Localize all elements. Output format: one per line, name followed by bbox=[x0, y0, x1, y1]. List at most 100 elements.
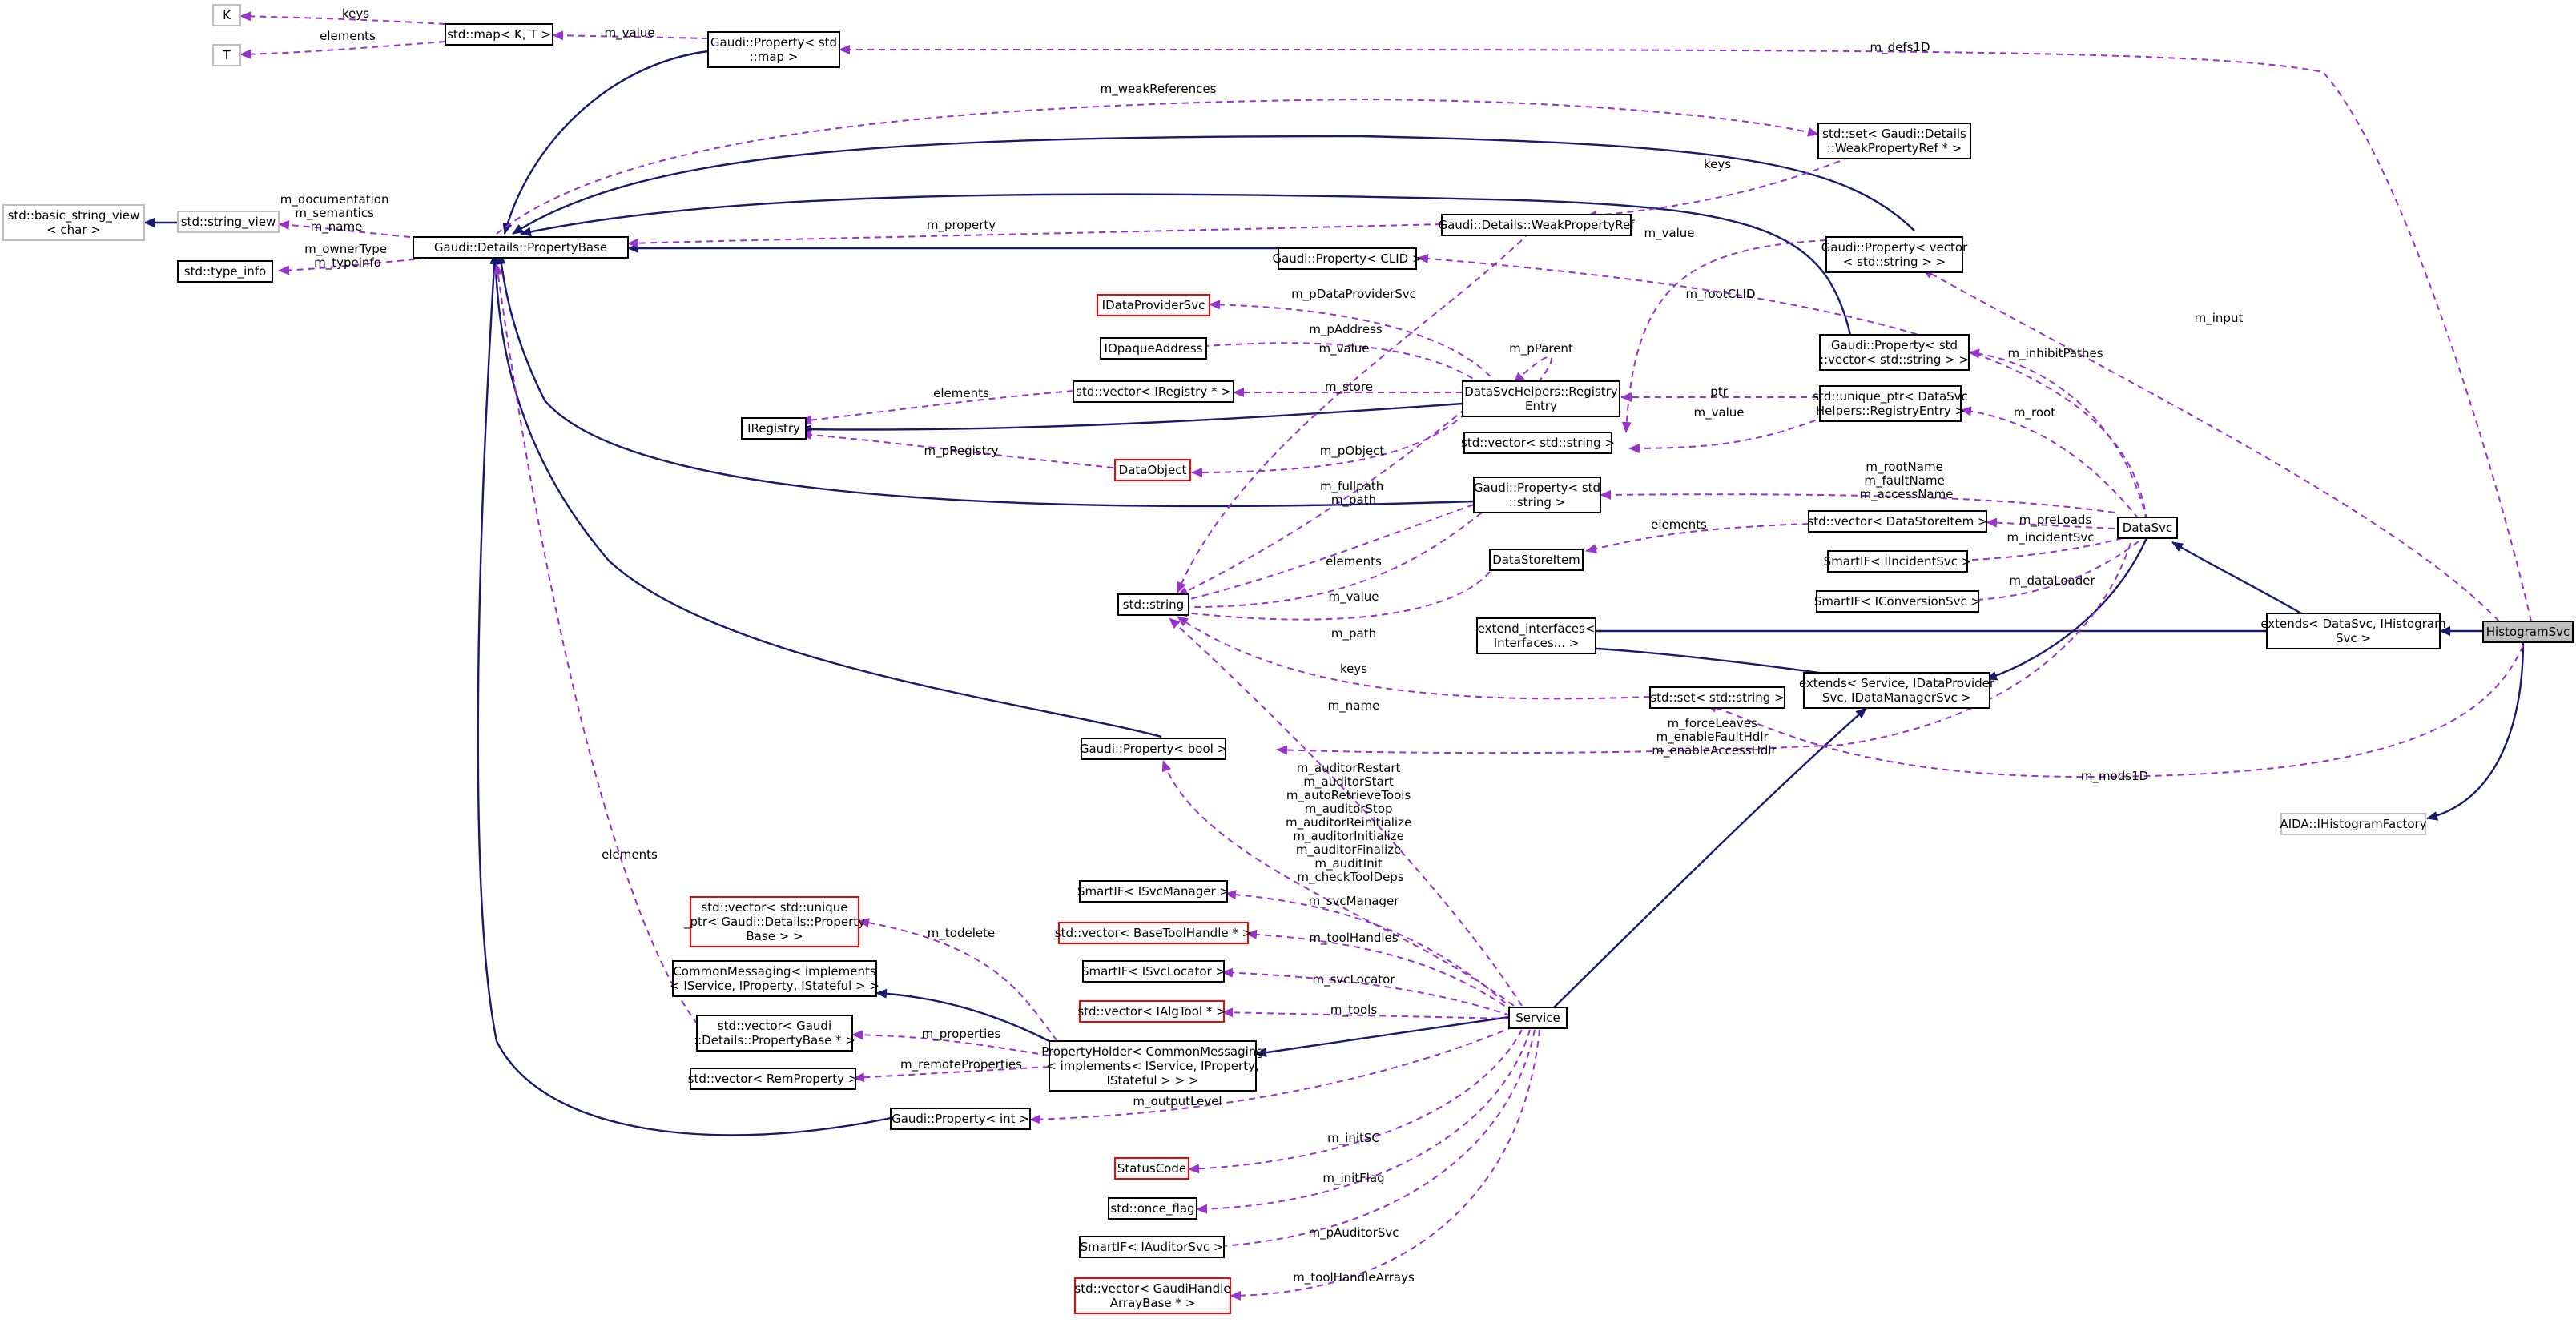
edge-m-toolhandles bbox=[1246, 929, 1515, 1013]
label-m-weakrefs: m_weakReferences bbox=[1101, 82, 1217, 97]
node-vec-remprop[interactable]: std::vector< RemProperty > bbox=[688, 1068, 859, 1090]
node-dataobject[interactable]: DataObject bbox=[1114, 459, 1191, 481]
node-datasvc[interactable]: DataSvc bbox=[2117, 517, 2178, 539]
node-vec-propertybase[interactable]: std::vector< Gaudi ::Details::PropertyBa… bbox=[694, 1015, 855, 1052]
node-stdmap[interactable]: std::map< K, T > bbox=[445, 23, 553, 46]
node-unique-registry-line-2: Helpers::RegistryEntry > bbox=[1816, 404, 1965, 418]
nodes: HistogramSvc AIDA::IHistogramFactory Dat… bbox=[2, 4, 2574, 1314]
node-prop-int[interactable]: Gaudi::Property< int > bbox=[890, 1108, 1031, 1130]
node-statuscode[interactable]: StatusCode bbox=[1114, 1157, 1189, 1180]
node-smartif-conv[interactable]: SmartIF< IConversionSvc > bbox=[1814, 590, 1981, 613]
edge-m-pdataprovider bbox=[1209, 300, 1499, 385]
node-commonmessaging[interactable]: CommonMessaging< implements < IService, … bbox=[670, 960, 879, 997]
node-set-weakref[interactable]: std::set< Gaudi::Details ::WeakPropertyR… bbox=[1817, 123, 1971, 159]
node-vec-iregistry[interactable]: std::vector< IRegistry * > bbox=[1073, 380, 1234, 403]
node-prop-vecstring[interactable]: Gaudi::Property< vector < std::string > … bbox=[1821, 236, 1968, 273]
node-registryentry-line-2: Entry bbox=[1525, 399, 1557, 413]
node-vec-gaudihandle[interactable]: std::vector< GaudiHandle ArrayBase * > bbox=[1074, 1277, 1231, 1314]
edge-propmap-to-propertybase bbox=[502, 50, 709, 235]
node-smartif-svcmgr[interactable]: SmartIF< ISvcManager > bbox=[1077, 880, 1230, 903]
node-vec-unique[interactable]: std::vector< std::unique _ptr< Gaudi::De… bbox=[683, 896, 865, 947]
label-m-flags-line-2: m_enableFaultHdlr bbox=[1656, 730, 1769, 745]
label-m-remote: m_remoteProperties bbox=[900, 1057, 1022, 1072]
node-basic-sv[interactable]: std::basic_string_view < char > bbox=[2, 204, 145, 241]
node-vec-string-label: std::vector< std::string > bbox=[1461, 436, 1615, 450]
node-prop-map-line-2: ::map > bbox=[750, 50, 799, 64]
label-elements-str: elements bbox=[1326, 554, 1382, 569]
node-idataprovider[interactable]: IDataProviderSvc bbox=[1097, 294, 1210, 316]
node-stringview[interactable]: std::string_view bbox=[177, 211, 280, 233]
label-m-root: m_root bbox=[2014, 405, 2055, 420]
label-m-flags-line-1: m_forceLeaves bbox=[1667, 716, 1757, 731]
node-propertyholder-line-1: PropertyHolder< CommonMessaging bbox=[1041, 1044, 1264, 1059]
edge-m-name bbox=[1169, 617, 1523, 1007]
node-set-weakref-line-2: ::WeakPropertyRef * > bbox=[1827, 141, 1962, 155]
node-iopaque[interactable]: IOpaqueAddress bbox=[1100, 337, 1207, 360]
node-extend-interfaces[interactable]: extend_interfaces< Interfaces... > bbox=[1476, 617, 1596, 654]
node-prop-map[interactable]: Gaudi::Property< std ::map > bbox=[707, 31, 840, 68]
label-m-tools: m_tools bbox=[1330, 1003, 1378, 1018]
node-stringview-label: std::string_view bbox=[181, 215, 276, 230]
edge-m-fullpath bbox=[1177, 408, 1467, 597]
node-vec-basetool[interactable]: std::vector< BaseToolHandle * > bbox=[1055, 922, 1252, 944]
label-m-value-vec: m_value bbox=[1644, 226, 1694, 241]
label-m-auditors-line-3: m_autoRetrieveTools bbox=[1286, 788, 1411, 803]
edge-elements-str bbox=[1177, 504, 1475, 605]
node-vec-datastore[interactable]: std::vector< DataStoreItem > bbox=[1807, 510, 1988, 533]
node-prop-string-line-1: Gaudi::Property< std bbox=[1474, 481, 1600, 495]
node-histogramsvc-label: HistogramSvc bbox=[2486, 625, 2570, 639]
edge-m-owner bbox=[278, 255, 449, 275]
node-unique-registry[interactable]: std::unique_ptr< DataSvc Helpers::Regist… bbox=[1813, 385, 1968, 422]
node-propertyholder-line-2: < implements< IService, IProperty, bbox=[1046, 1059, 1258, 1073]
node-prop-clid[interactable]: Gaudi::Property< CLID > bbox=[1272, 247, 1423, 270]
edge-service-to-extends-service bbox=[1553, 707, 1867, 1008]
node-smartif-incident[interactable]: SmartIF< IIncidentSvc > bbox=[1824, 550, 1972, 573]
node-datastoreitem[interactable]: DataStoreItem bbox=[1489, 549, 1584, 571]
edge-elements-ds bbox=[1585, 523, 1809, 553]
node-prop-bool[interactable]: Gaudi::Property< bool > bbox=[1080, 738, 1227, 760]
node-weakref[interactable]: Gaudi::Details::WeakPropertyRef bbox=[1438, 214, 1635, 236]
node-prop-vecstring-line-2: < std::string > > bbox=[1843, 255, 1946, 269]
node-propertybase[interactable]: Gaudi::Details::PropertyBase bbox=[413, 236, 629, 259]
label-m-pregistry: m_pRegistry bbox=[924, 444, 998, 459]
node-onceflag[interactable]: std::once_flag bbox=[1108, 1197, 1197, 1220]
node-propertyholder[interactable]: PropertyHolder< CommonMessaging < implem… bbox=[1041, 1040, 1264, 1092]
node-smartif-auditor[interactable]: SmartIF< IAuditorSvc > bbox=[1079, 1236, 1225, 1258]
label-m-paddress: m_pAddress bbox=[1309, 322, 1383, 337]
node-k[interactable]: K bbox=[212, 4, 241, 26]
node-service[interactable]: Service bbox=[1508, 1007, 1568, 1029]
node-t[interactable]: T bbox=[212, 44, 241, 66]
node-vec-string[interactable]: std::vector< std::string > bbox=[1461, 432, 1615, 454]
node-dataobject-label: DataObject bbox=[1119, 463, 1187, 477]
node-vec-ialgtool[interactable]: std::vector< IAlgTool * > bbox=[1077, 1000, 1226, 1023]
node-histogramsvc[interactable]: HistogramSvc bbox=[2482, 621, 2574, 643]
node-smartif-svcloc[interactable]: SmartIF< ISvcLocator > bbox=[1081, 960, 1226, 983]
edge-m-properties bbox=[851, 1030, 1050, 1056]
label-m-pobject: m_pObject bbox=[1320, 444, 1385, 459]
node-extends-service-line-1: extends< Service, IDataProvider bbox=[1799, 676, 1995, 690]
label-ptr: ptr bbox=[1710, 384, 1728, 399]
node-prop-stdvec[interactable]: Gaudi::Property< std ::vector< std::stri… bbox=[1819, 334, 1970, 371]
label-keys-map: keys bbox=[342, 6, 369, 21]
node-prop-vecstring-line-1: Gaudi::Property< vector bbox=[1821, 240, 1968, 255]
node-extend-interfaces-line-1: extend_interfaces< bbox=[1478, 621, 1596, 637]
label-elements-pb: elements bbox=[602, 847, 658, 862]
edge-propertyholder-to-commonmessaging bbox=[875, 988, 1050, 1043]
node-stdstring[interactable]: std::string bbox=[1117, 593, 1189, 616]
node-registryentry[interactable]: DataSvcHelpers::Registry Entry bbox=[1462, 380, 1620, 417]
node-aida[interactable]: AIDA::IHistogramFactory bbox=[2280, 813, 2427, 835]
node-prop-string[interactable]: Gaudi::Property< std ::string > bbox=[1473, 477, 1601, 513]
edge-m-svcmanager bbox=[1225, 890, 1515, 1011]
label-m-rootnames-line-3: m_accessName bbox=[1860, 487, 1954, 502]
label-keys-set: keys bbox=[1340, 662, 1367, 676]
node-set-string[interactable]: std::set< std::string > bbox=[1649, 686, 1785, 709]
node-extends-datasvc[interactable]: extends< DataSvc, IHistogram Svc > bbox=[2260, 613, 2446, 649]
node-iregistry[interactable]: IRegistry bbox=[741, 417, 807, 440]
node-basic-sv-line-2: < char > bbox=[46, 223, 101, 237]
node-extends-service[interactable]: extends< Service, IDataProvider Svc, IDa… bbox=[1799, 672, 1995, 709]
label-m-outputlevel: m_outputLevel bbox=[1133, 1094, 1222, 1109]
node-extends-datasvc-line-2: Svc > bbox=[2336, 631, 2371, 645]
node-typeinfo[interactable]: std::type_info bbox=[177, 260, 273, 283]
label-m-docs-line-2: m_semantics bbox=[295, 206, 374, 221]
